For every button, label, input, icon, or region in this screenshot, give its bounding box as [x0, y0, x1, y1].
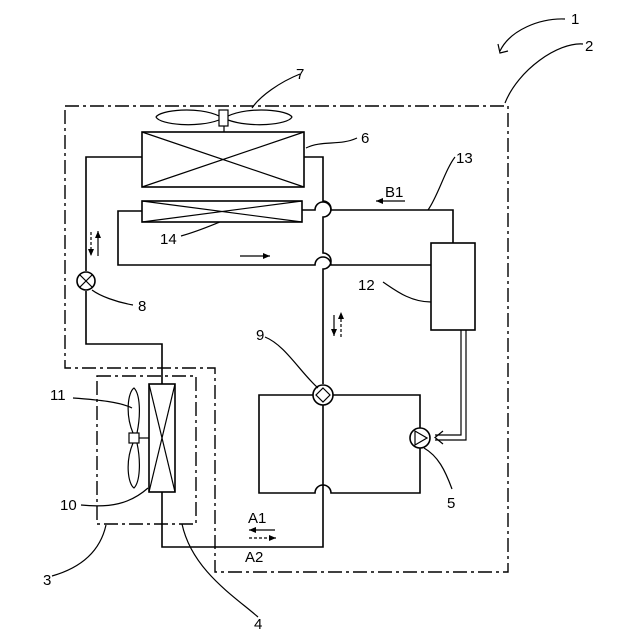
label-9: 9: [256, 327, 264, 344]
pipe-valve-bottom: [162, 405, 323, 547]
label-1: 1: [571, 11, 579, 28]
pipe-center-vertical: [304, 157, 331, 384]
label-10: 10: [60, 497, 77, 514]
label-a2: A2: [245, 549, 263, 566]
outdoor-unit-boundary: [65, 106, 508, 572]
label-14: 14: [160, 231, 177, 248]
label-4: 4: [254, 616, 262, 633]
indoor-fan-11-icon: [128, 388, 149, 488]
indoor-heat-exchanger-10: [149, 384, 175, 492]
arrow-into-pump: [435, 431, 443, 444]
label-2: 2: [585, 38, 593, 55]
label-3: 3: [43, 572, 51, 589]
leader-lines: [52, 19, 583, 617]
label-5: 5: [447, 495, 455, 512]
flow-arrows-left: [91, 231, 98, 256]
heat-exchanger-6: [142, 132, 304, 187]
pump-5-icon: [410, 428, 430, 448]
pipe-valve-right: [333, 395, 420, 428]
pipe-left: [86, 157, 142, 271]
label-13: 13: [456, 150, 473, 167]
label-b1: B1: [385, 184, 403, 201]
label-a1: A1: [248, 510, 266, 527]
indoor-unit-boundary: [97, 376, 196, 524]
flow-arrows-center: [334, 312, 341, 337]
pipe-tank-to-pump-inner: [435, 330, 461, 435]
four-way-valve-9-icon: [313, 385, 333, 405]
pipe-13: [302, 202, 453, 243]
heat-exchanger-14: [142, 201, 302, 222]
label-12: 12: [358, 277, 375, 294]
label-11: 11: [50, 387, 66, 404]
fan-7-icon: [156, 110, 292, 126]
label-8: 8: [138, 298, 146, 315]
expansion-valve-8-icon: [77, 272, 95, 290]
tank-12: [431, 243, 475, 330]
label-7: 7: [296, 66, 304, 83]
pipe-valve-loop: [259, 395, 420, 493]
pipe-left-lower: [86, 291, 162, 384]
label-6: 6: [361, 130, 369, 147]
